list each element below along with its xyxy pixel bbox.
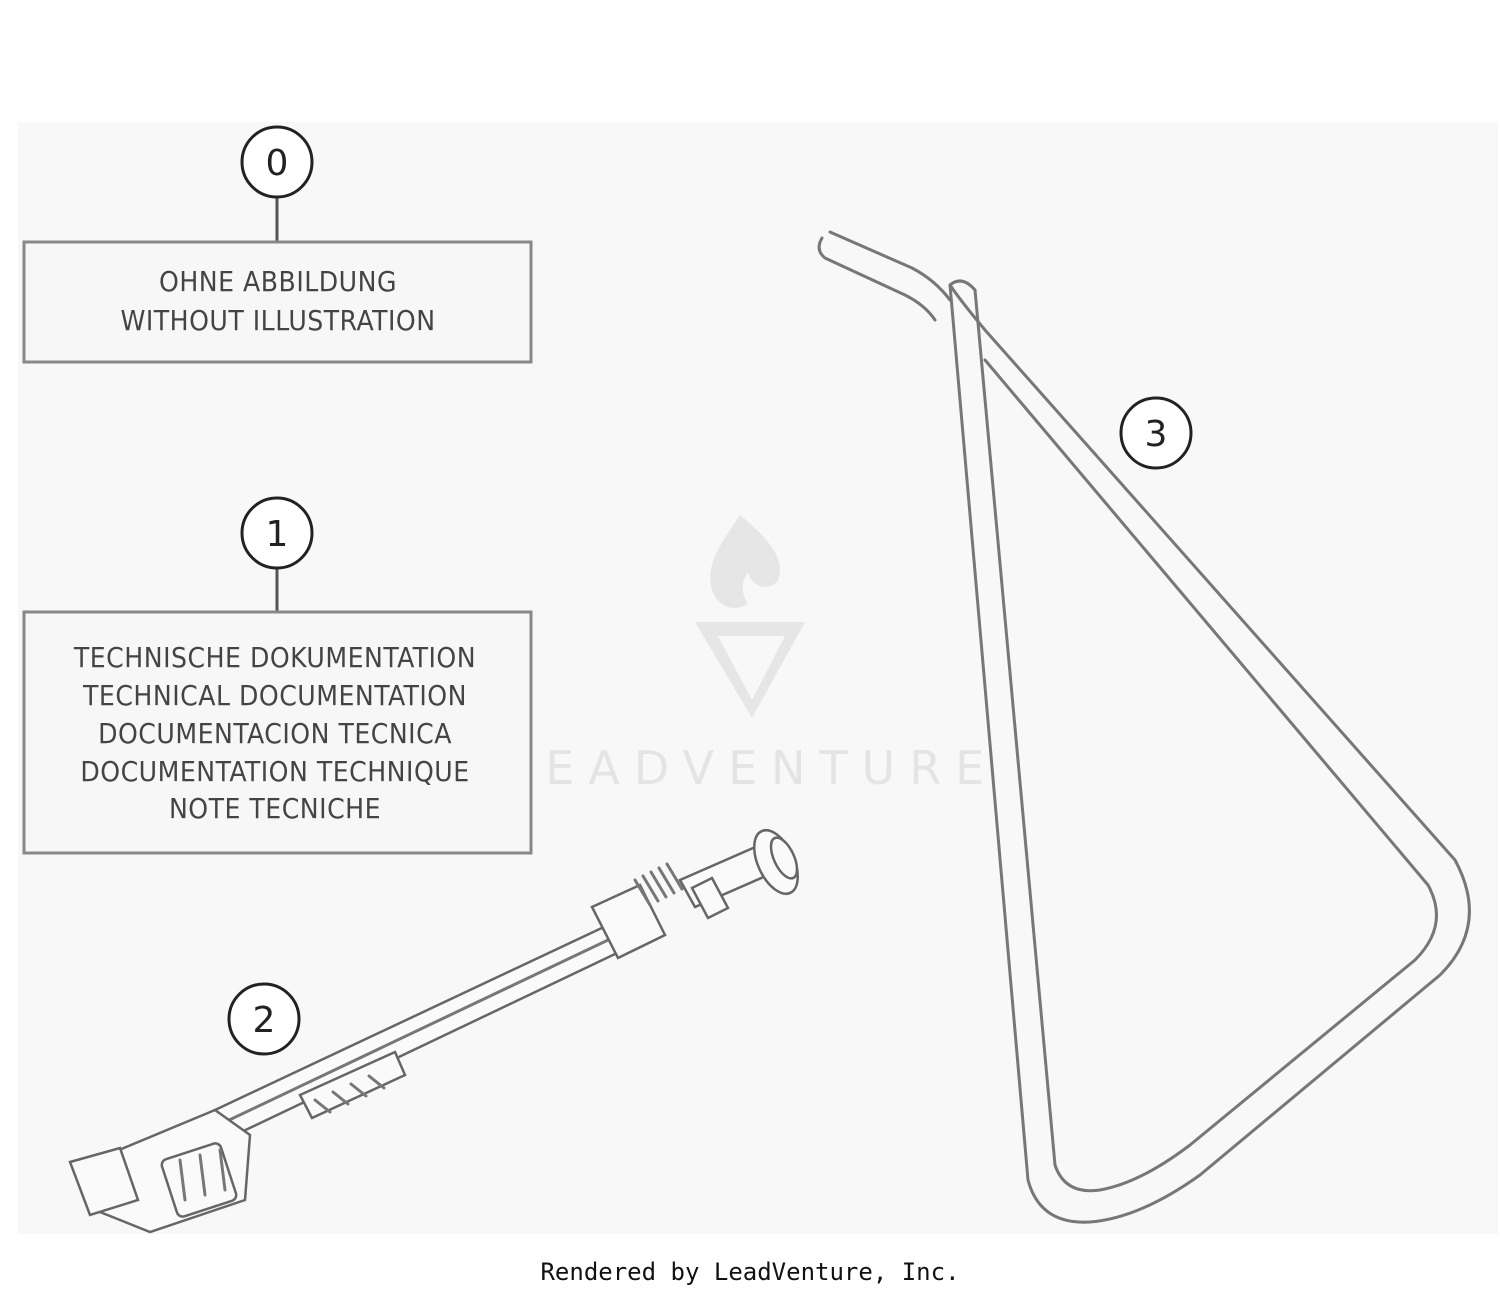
callout-circle-3[interactable] [1119,396,1193,470]
watermark-flame-icon [710,515,781,608]
callout-circle-0[interactable] [240,125,314,199]
box-line: DOCUMENTATION TECHNIQUE [80,755,469,788]
watermark-text: LEADVENTURE [506,741,999,795]
box-line: DOCUMENTACION TECNICA [98,717,452,750]
callout-circle-1[interactable] [240,496,314,570]
callout-number-2: 2 [253,1000,276,1041]
box-line: TECHNISCHE DOKUMENTATION [73,641,476,674]
leadventure-watermark: LEADVENTURE [506,515,999,795]
box-line: TECHNICAL DOCUMENTATION [82,679,467,712]
technical-documentation-box [22,610,533,855]
part-2-tool-illustration[interactable] [68,824,807,1234]
callout-circle-2[interactable] [227,982,301,1056]
callout-number-1: 1 [266,514,289,555]
part-3-side-stand-illustration[interactable] [817,230,1471,1224]
without-illustration-box [22,240,533,364]
rendered-by-credit: Rendered by LeadVenture, Inc. [540,1258,960,1286]
callout-number-3: 3 [1145,414,1168,455]
watermark-v-icon [695,622,805,718]
callout-number-0: 0 [266,143,289,184]
box-line: WITHOUT ILLUSTRATION [120,304,435,337]
box-line: NOTE TECNICHE [169,792,381,825]
box-line: OHNE ABBILDUNG [159,265,397,298]
